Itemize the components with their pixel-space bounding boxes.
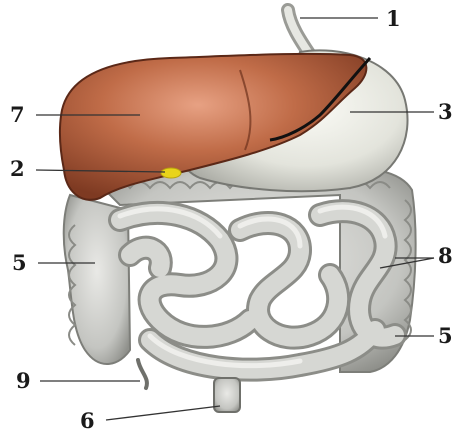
label-9: 9	[16, 370, 31, 391]
label-3: 3	[438, 101, 453, 122]
label-7: 7	[10, 104, 25, 125]
label-8: 8	[438, 245, 453, 266]
gallbladder	[161, 168, 181, 178]
label-1: 1	[386, 8, 401, 29]
label-6: 6	[80, 410, 95, 431]
label-2: 2	[10, 158, 25, 179]
label-5-right: 5	[438, 325, 453, 346]
leader-line-6	[106, 406, 220, 420]
appendix	[138, 360, 147, 388]
label-5-left: 5	[12, 252, 27, 273]
